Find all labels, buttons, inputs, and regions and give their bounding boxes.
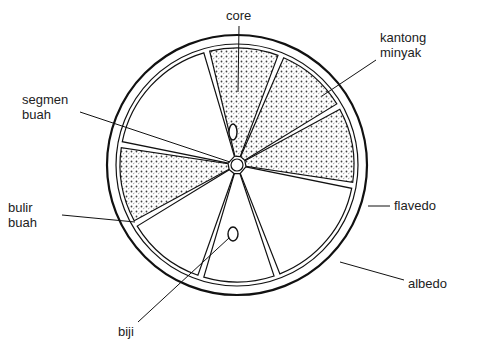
fruit-segments (120, 48, 354, 282)
fruit-segment (122, 53, 234, 163)
leader-lines (62, 26, 404, 322)
seed (229, 124, 237, 140)
flavedo-ring (107, 35, 367, 295)
part-label: biji (118, 324, 134, 339)
seed (228, 227, 238, 241)
part-label: bulir buah (8, 200, 60, 230)
part-label: albedo (408, 276, 447, 291)
part-label: core (226, 8, 251, 23)
albedo-ring (116, 44, 358, 286)
part-label: flavedo (394, 198, 436, 213)
part-label: segmen buah (22, 92, 80, 122)
core-center (231, 159, 243, 171)
part-label: kantong minyak (380, 30, 442, 60)
